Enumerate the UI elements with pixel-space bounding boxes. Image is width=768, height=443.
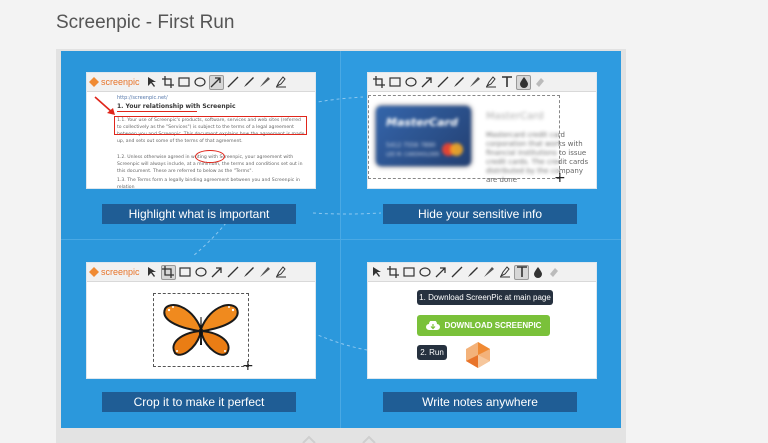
line-icon[interactable]	[226, 265, 240, 279]
screenpic-app-icon	[466, 342, 490, 368]
crosshair-cursor: +	[554, 170, 566, 186]
hide-screenshot: MasterCard 5412 7556 7890 LEE M. CARDHOL…	[367, 72, 597, 189]
crosshair-cursor: +	[242, 358, 254, 374]
toolbar	[368, 263, 596, 282]
pen-icon[interactable]	[452, 75, 466, 89]
blur-icon[interactable]	[516, 74, 531, 90]
highlighter-icon[interactable]	[482, 265, 496, 279]
arrow-icon[interactable]	[420, 75, 434, 89]
caption-notes: Write notes anywhere	[383, 392, 577, 412]
butterfly-image	[163, 304, 239, 356]
pen-icon[interactable]	[242, 265, 256, 279]
doc-heading: 1. Your relationship with Screenpic	[117, 103, 236, 110]
step1-note: 1. Download ScreenPic at main page	[417, 290, 553, 305]
ellipse-icon[interactable]	[404, 75, 418, 89]
highlight-rect	[114, 116, 307, 135]
highlight-screenshot: screenpic http://screenpic.net/ 1. Your …	[86, 72, 316, 189]
ellipse-icon[interactable]	[194, 265, 208, 279]
text-icon[interactable]	[514, 264, 529, 280]
dashed-connectors	[192, 96, 382, 352]
line-icon[interactable]	[450, 265, 464, 279]
pen-icon[interactable]	[242, 75, 256, 89]
download-button[interactable]: DOWNLOAD SCREENPIC	[417, 315, 550, 336]
caption-crop: Crop it to make it perfect	[102, 392, 296, 412]
page-title: Screenpic - First Run	[56, 12, 235, 33]
blur-overlay	[369, 96, 559, 178]
line-icon[interactable]	[436, 75, 450, 89]
line-icon[interactable]	[226, 75, 240, 89]
slide-nav-arrows[interactable]	[295, 434, 395, 443]
highlighter-icon[interactable]	[258, 265, 272, 279]
arrow-icon[interactable]	[434, 265, 448, 279]
crop-icon[interactable]	[372, 75, 386, 89]
cloud-download-icon	[425, 320, 440, 330]
crop-icon[interactable]	[386, 265, 400, 279]
marker-icon[interactable]	[498, 265, 512, 279]
ellipse-icon[interactable]	[193, 75, 207, 89]
toolbar: screenpic	[87, 263, 315, 282]
toolbar: screenpic	[87, 73, 315, 92]
arrow-icon[interactable]	[210, 265, 224, 279]
pen-icon[interactable]	[466, 265, 480, 279]
pointer-icon[interactable]	[145, 265, 159, 279]
blur-selection	[368, 95, 560, 179]
doc-para: 1.3. The Terms form a legally binding ag…	[117, 178, 300, 189]
highlighter-icon[interactable]	[468, 75, 482, 89]
rectangle-icon[interactable]	[177, 75, 191, 89]
caption-highlight: Highlight what is important	[102, 204, 296, 224]
blur-icon[interactable]	[531, 265, 545, 279]
marker-icon[interactable]	[484, 75, 498, 89]
rectangle-icon[interactable]	[402, 265, 416, 279]
text-icon[interactable]	[500, 75, 514, 89]
eraser-icon[interactable]	[547, 265, 561, 279]
ellipse-icon[interactable]	[418, 265, 432, 279]
arrow-icon[interactable]	[208, 74, 224, 90]
highlighter-icon[interactable]	[258, 75, 272, 89]
doc-url: http://screenpic.net/	[117, 95, 168, 101]
pointer-icon[interactable]	[370, 265, 384, 279]
pointer-icon[interactable]	[145, 75, 159, 89]
marker-icon[interactable]	[274, 265, 288, 279]
rectangle-icon[interactable]	[178, 265, 192, 279]
toolbar	[368, 73, 596, 92]
step2-note: 2. Run	[417, 345, 447, 360]
divider	[340, 51, 341, 428]
crop-selection	[153, 293, 249, 367]
crop-screenshot: screenpic +	[86, 262, 316, 379]
crop-icon[interactable]	[161, 75, 175, 89]
divider	[61, 239, 621, 240]
feature-panel: screenpic http://screenpic.net/ 1. Your …	[61, 51, 621, 428]
heading-underline	[117, 111, 197, 112]
highlight-ellipse	[195, 150, 225, 163]
rectangle-icon[interactable]	[388, 75, 402, 89]
crop-icon[interactable]	[160, 264, 176, 280]
eraser-icon[interactable]	[533, 75, 547, 89]
screenpic-logo: screenpic	[89, 77, 140, 87]
red-arrow	[94, 96, 115, 115]
screenpic-logo: screenpic	[89, 267, 140, 277]
slider-bottom-bar	[60, 428, 626, 443]
caption-hide: Hide your sensitive info	[383, 204, 577, 224]
marker-icon[interactable]	[274, 75, 288, 89]
notes-screenshot: 1. Download ScreenPic at main page DOWNL…	[367, 262, 597, 379]
